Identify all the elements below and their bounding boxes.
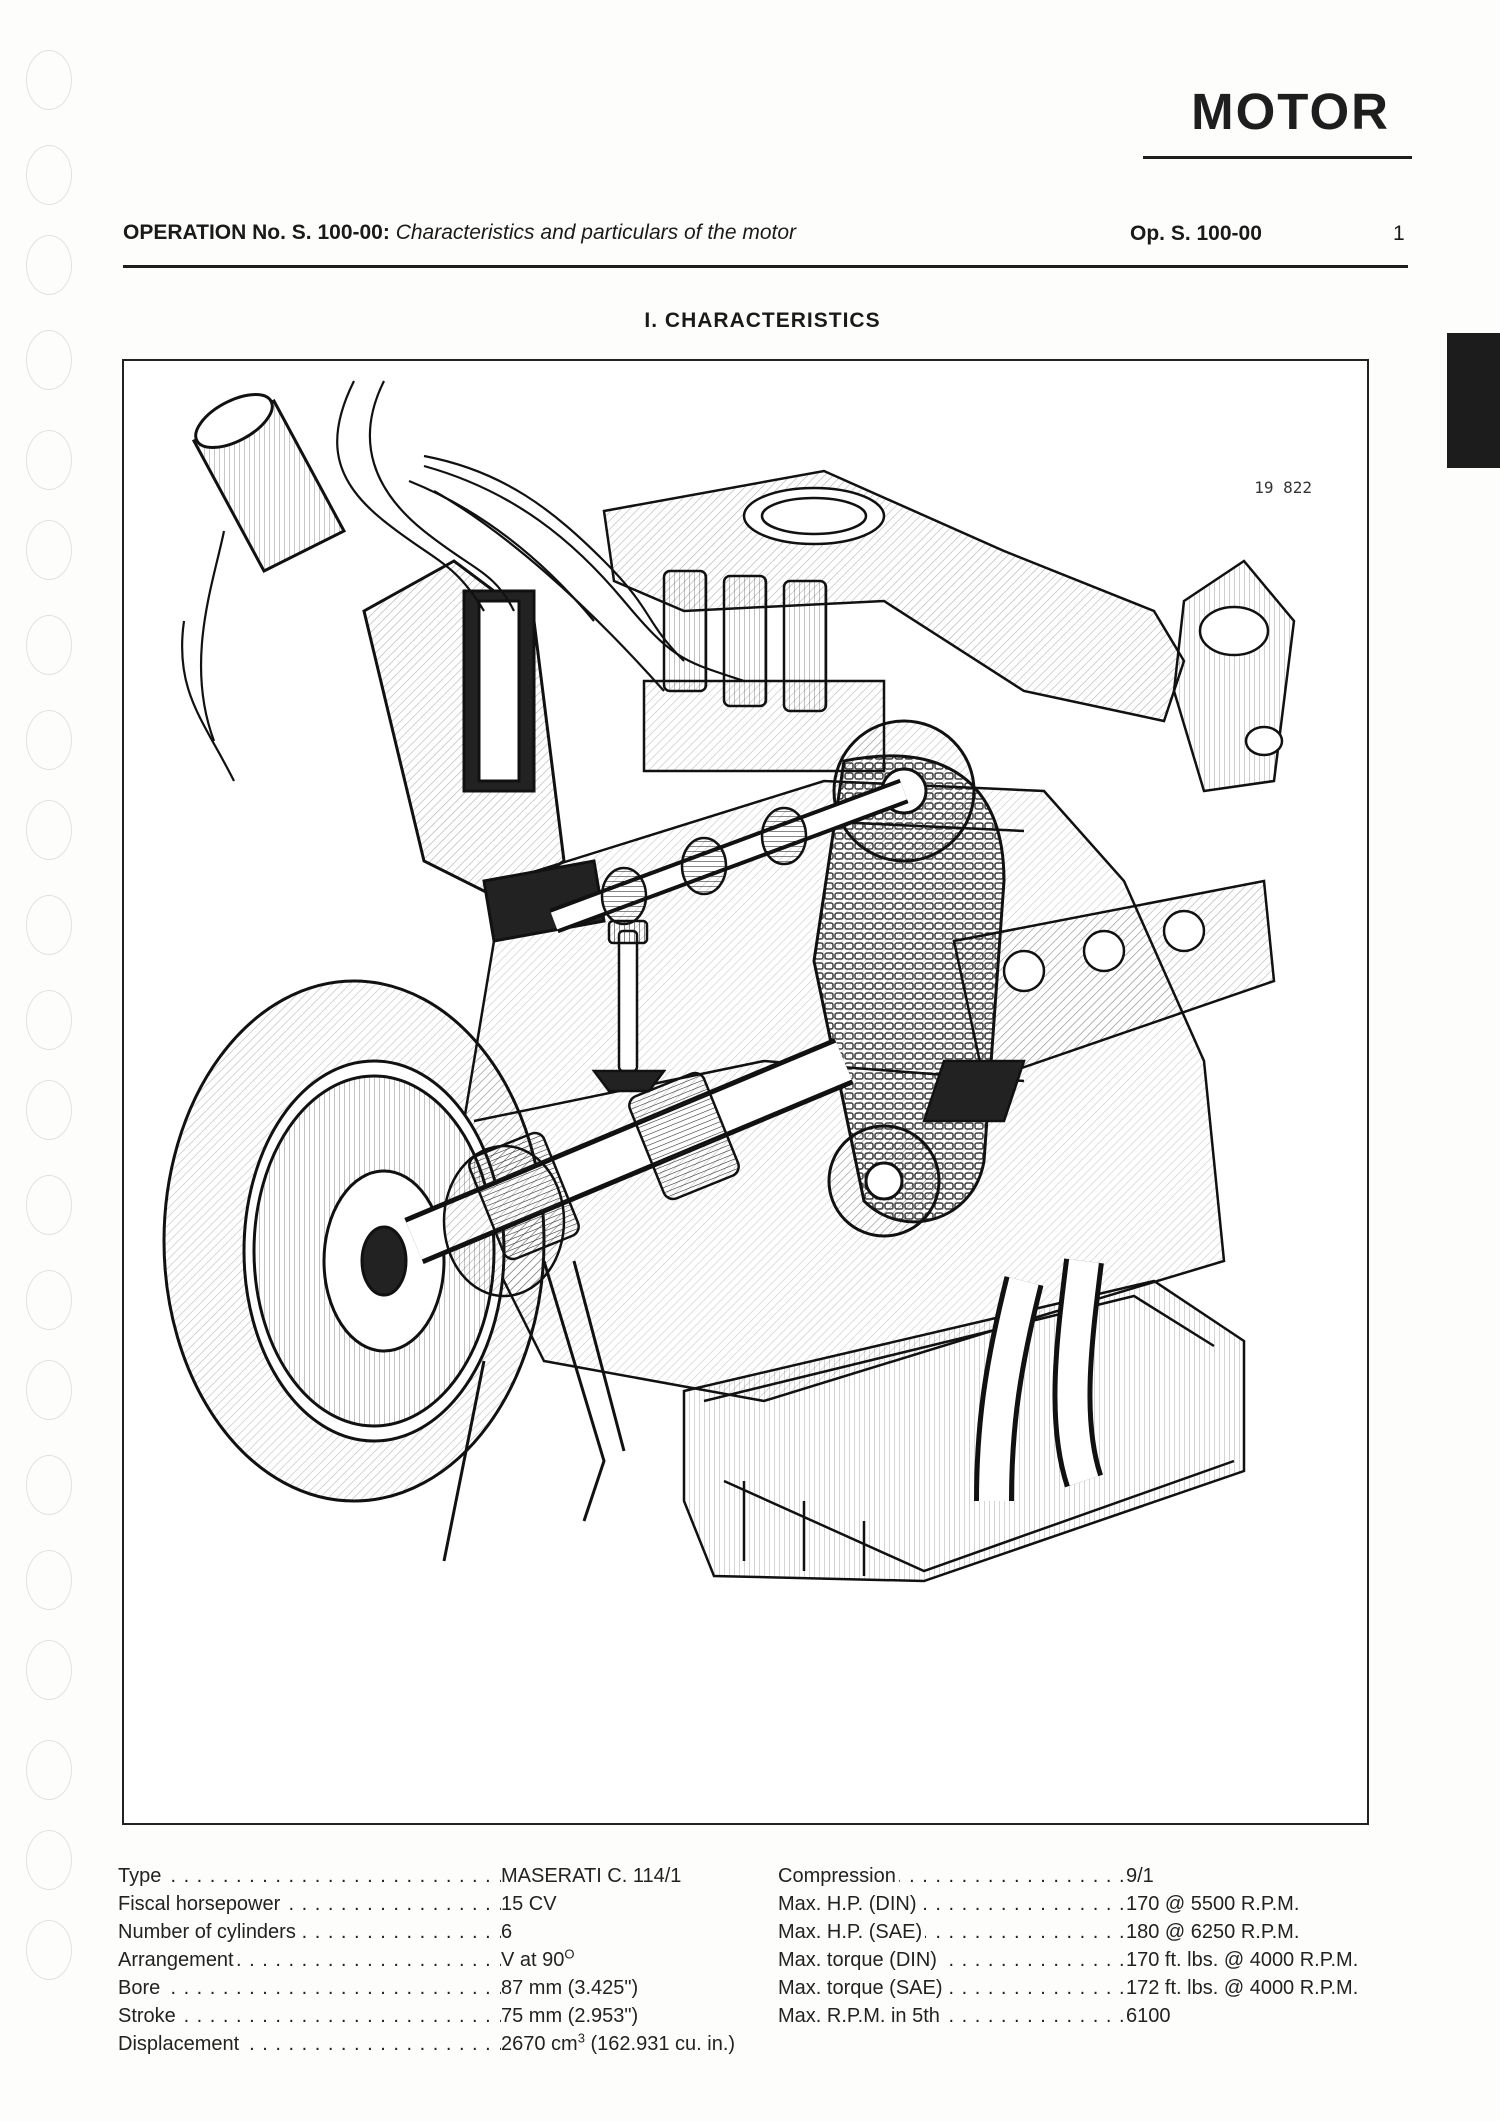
thumb-index-tab: [1447, 333, 1500, 468]
operation-label: OPERATION No. S. 100-00:: [123, 221, 390, 244]
spec-value: 9/1: [1126, 1865, 1154, 1887]
figure-reference-number: 19 822: [1254, 478, 1312, 497]
spec-label: Stroke: [118, 2005, 179, 2027]
spec-row: Number of cylinders 6: [118, 1918, 735, 1946]
oil-filler-tube: [191, 393, 347, 573]
spec-label: Compression: [778, 1865, 899, 1887]
spec-label: Bore: [118, 1977, 164, 1999]
cylinder-head-right: [922, 879, 1276, 1123]
spec-row: Max. H.P. (DIN) 170 @ 5500 R.P.M.: [778, 1890, 1358, 1918]
spec-row: Max. torque (SAE) 172 ft. lbs. @ 4000 R.P…: [778, 1974, 1358, 2002]
spec-row: Max. H.P. (SAE) 180 @ 6250 R.P.M.: [778, 1918, 1358, 1946]
distributor: [362, 559, 606, 943]
spec-value: 170 ft. lbs. @ 4000 R.P.M.: [1126, 1949, 1359, 1971]
spec-label: Max. torque (SAE): [778, 1977, 946, 1999]
clutch-linkage: [442, 1260, 626, 1562]
air-intake-duct: [602, 469, 1186, 723]
binding-holes: [18, 50, 78, 2050]
valve: [591, 919, 667, 1093]
engine-figure: 19 822: [122, 359, 1369, 1825]
spec-row: Max. torque (DIN) 170 ft. lbs. @ 4000 R.P…: [778, 1946, 1358, 1974]
engine-cutaway-illustration: [162, 380, 1296, 1583]
crankshaft: [404, 1037, 854, 1298]
spec-label: Max. H.P. (DIN): [778, 1893, 920, 1915]
spec-value: 75 mm (2.953"): [501, 2005, 639, 2027]
spec-label: Max. H.P. (SAE): [778, 1921, 926, 1943]
page-number: 1: [1393, 222, 1405, 245]
camshaft: [549, 778, 909, 934]
title-rule: [1143, 156, 1412, 159]
spec-value: 170 @ 5500 R.P.M.: [1126, 1893, 1300, 1915]
header-rule: [123, 265, 1408, 268]
spec-label: Displacement: [118, 2033, 243, 2055]
spec-row: Fiscal horsepower 15 CV: [118, 1890, 735, 1918]
spec-value: V at 90: [501, 1949, 565, 1971]
spec-row: Bore 87 mm (3.425"): [118, 1974, 735, 2002]
spec-row: Displacement 2670 cm3 (162.931 cu. in.): [118, 2030, 735, 2058]
spec-label: Type: [118, 1865, 165, 1887]
spec-value: MASERATI C. 114/1: [501, 1865, 682, 1887]
spec-value: 87 mm (3.425"): [501, 1977, 639, 1999]
spec-row: Type MASERATI C. 114/1: [118, 1862, 735, 1890]
spec-value: 6100: [1126, 2005, 1171, 2027]
exhaust-pipes: [974, 1258, 1104, 1502]
spec-row: Stroke 75 mm (2.953"): [118, 2002, 735, 2030]
spec-value: 180 @ 6250 R.P.M.: [1126, 1921, 1300, 1943]
operation-header: OPERATION No. S. 100-00: Characteristics…: [123, 221, 796, 245]
spec-row: Max. R.P.M. in 5th 6100: [778, 2002, 1358, 2030]
specs-left-column: Type MASERATI C. 114/1 Fiscal horsepower 1…: [118, 1862, 735, 2058]
spec-label: Max. R.P.M. in 5th: [778, 2005, 943, 2027]
spec-label: Number of cylinders: [118, 1921, 299, 1943]
spec-value-tail: (162.931 cu. in.): [584, 2033, 736, 2055]
spec-value: 2670 cm: [501, 2033, 578, 2055]
spec-value: 172 ft. lbs. @ 4000 R.P.M.: [1126, 1977, 1359, 1999]
spec-label: Arrangement: [118, 1949, 237, 1971]
spec-label: Max. torque (DIN): [778, 1949, 940, 1971]
spec-label: Fiscal horsepower: [118, 1893, 284, 1915]
ignition-leads: [180, 380, 745, 782]
spec-row: Compression 9/1: [778, 1862, 1358, 1890]
operation-code: Op. S. 100-00: [1130, 222, 1262, 245]
operation-description: Characteristics and particulars of the m…: [395, 221, 797, 244]
spec-value-superscript: O: [564, 1946, 575, 1962]
spec-value: 6: [501, 1921, 513, 1943]
section-title: MOTOR: [1191, 83, 1390, 140]
water-outlet-housing: [1172, 559, 1296, 793]
specs-right-column: Compression 9/1 Max. H.P. (DIN) 170 @ 5500…: [778, 1862, 1358, 2030]
chapter-heading: I. CHARACTERISTICS: [644, 309, 881, 332]
spec-row: Arrangement V at 90O: [118, 1946, 735, 1974]
spec-value: 15 CV: [501, 1893, 557, 1915]
spec-value-superscript: 3: [577, 2030, 585, 2046]
